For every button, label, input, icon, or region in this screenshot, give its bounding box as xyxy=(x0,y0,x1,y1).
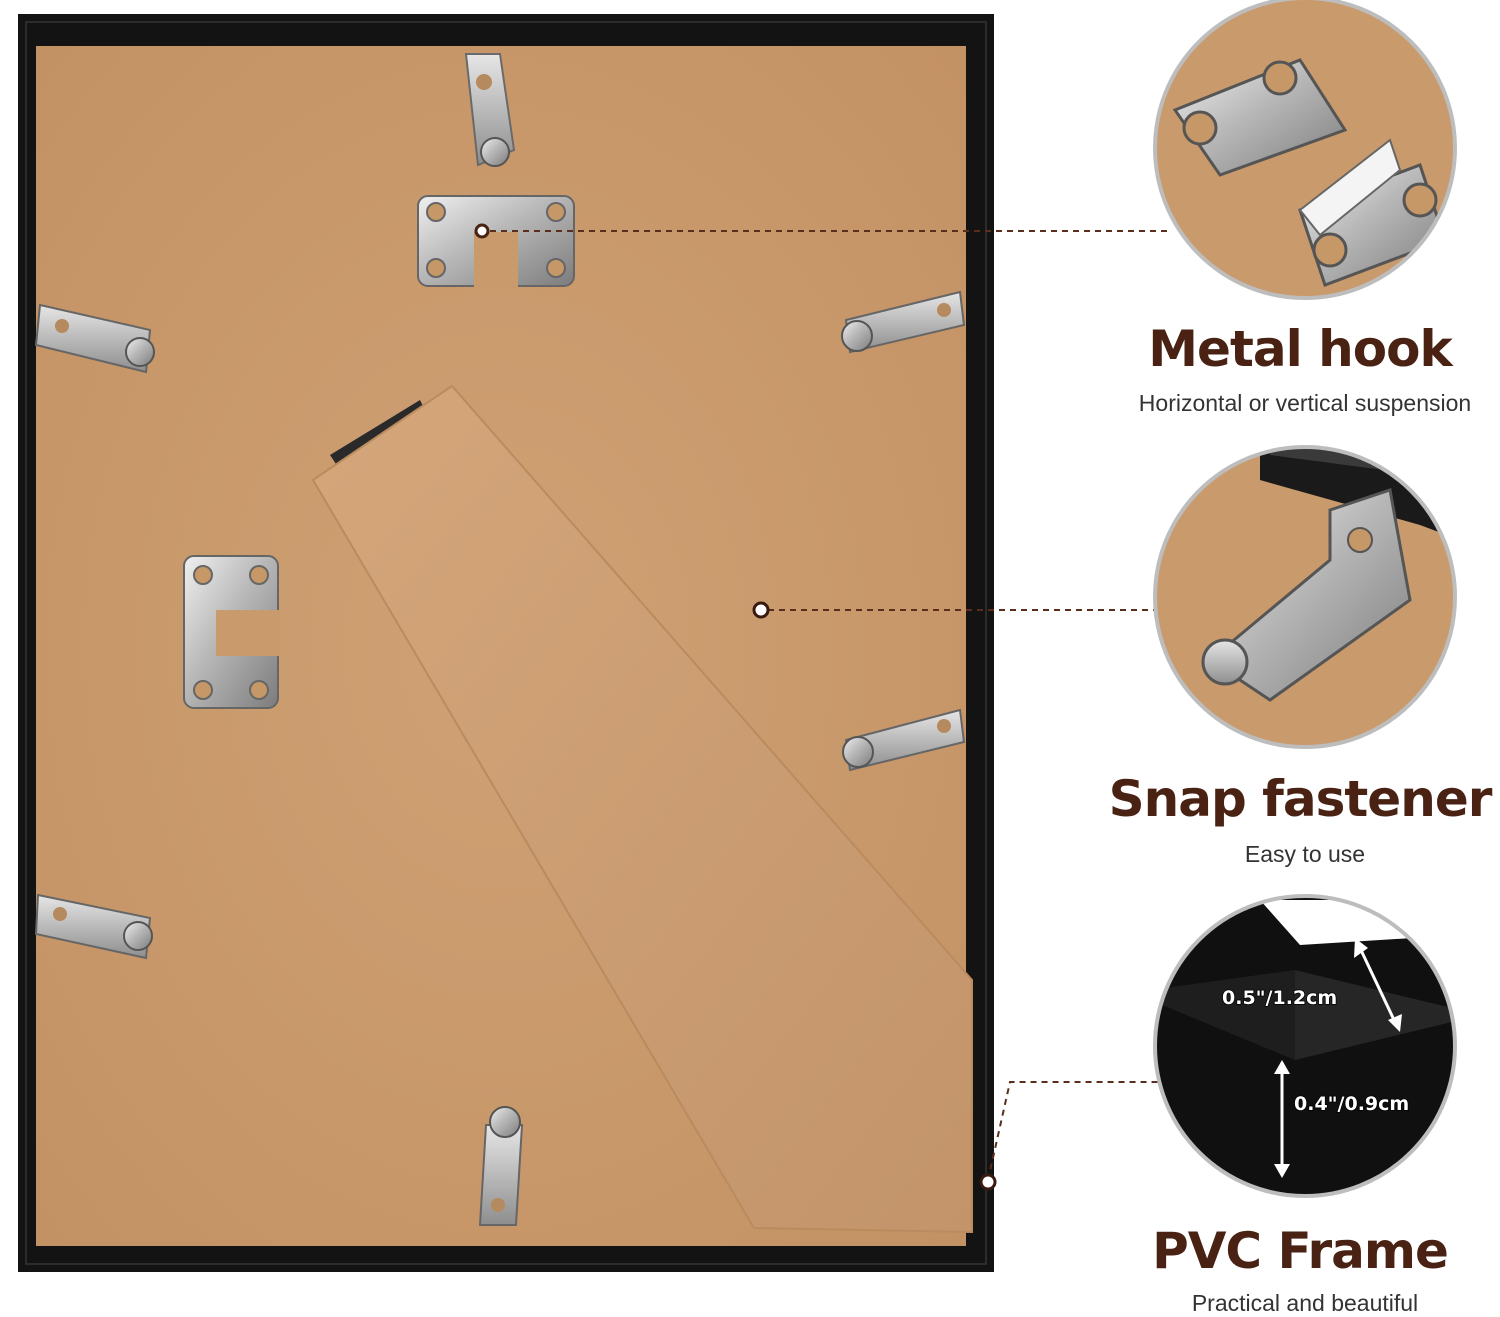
turn-button-clip-left-lower xyxy=(34,893,153,960)
sawtooth-hanger-top xyxy=(417,195,575,288)
dimension-arrow-depth xyxy=(1274,1060,1290,1178)
detail-circle-pvc-frame: 0.5"/1.2cm 0.4"/0.9cm xyxy=(1153,894,1457,1198)
dimension-arrow-width xyxy=(1354,938,1402,1032)
feature-subtitle-metal-hook: Horizontal or vertical suspension xyxy=(1138,390,1472,416)
turn-button-clip-bottom xyxy=(478,1106,524,1226)
turn-button-clip-right-lower xyxy=(842,708,966,772)
detail-circle-snap-fastener xyxy=(1153,445,1457,749)
turn-button-clip-top xyxy=(464,53,516,167)
anchor-dot-frame xyxy=(979,1173,997,1191)
feature-title-metal-hook: Metal hook xyxy=(1148,320,1452,378)
feature-title-snap-fastener: Snap fastener xyxy=(1108,770,1493,828)
turn-button-clip-left-upper xyxy=(34,303,155,374)
sawtooth-hanger-side xyxy=(183,555,280,709)
leader-lines xyxy=(490,230,1172,1181)
turn-button-clip-right-upper xyxy=(841,290,966,354)
detail-circle-metal-hook xyxy=(1153,0,1457,300)
feature-subtitle-pvc-frame: Practical and beautiful xyxy=(1191,1290,1419,1316)
feature-subtitle-snap-fastener: Easy to use xyxy=(1244,841,1366,867)
easel-stand xyxy=(311,384,973,1234)
frame-width-label: 0.5"/1.2cm xyxy=(1222,987,1337,1009)
feature-title-pvc-frame: PVC Frame xyxy=(1152,1222,1449,1280)
frame-depth-label: 0.4"/0.9cm xyxy=(1294,1093,1409,1115)
anchor-dot-snap xyxy=(752,601,770,619)
